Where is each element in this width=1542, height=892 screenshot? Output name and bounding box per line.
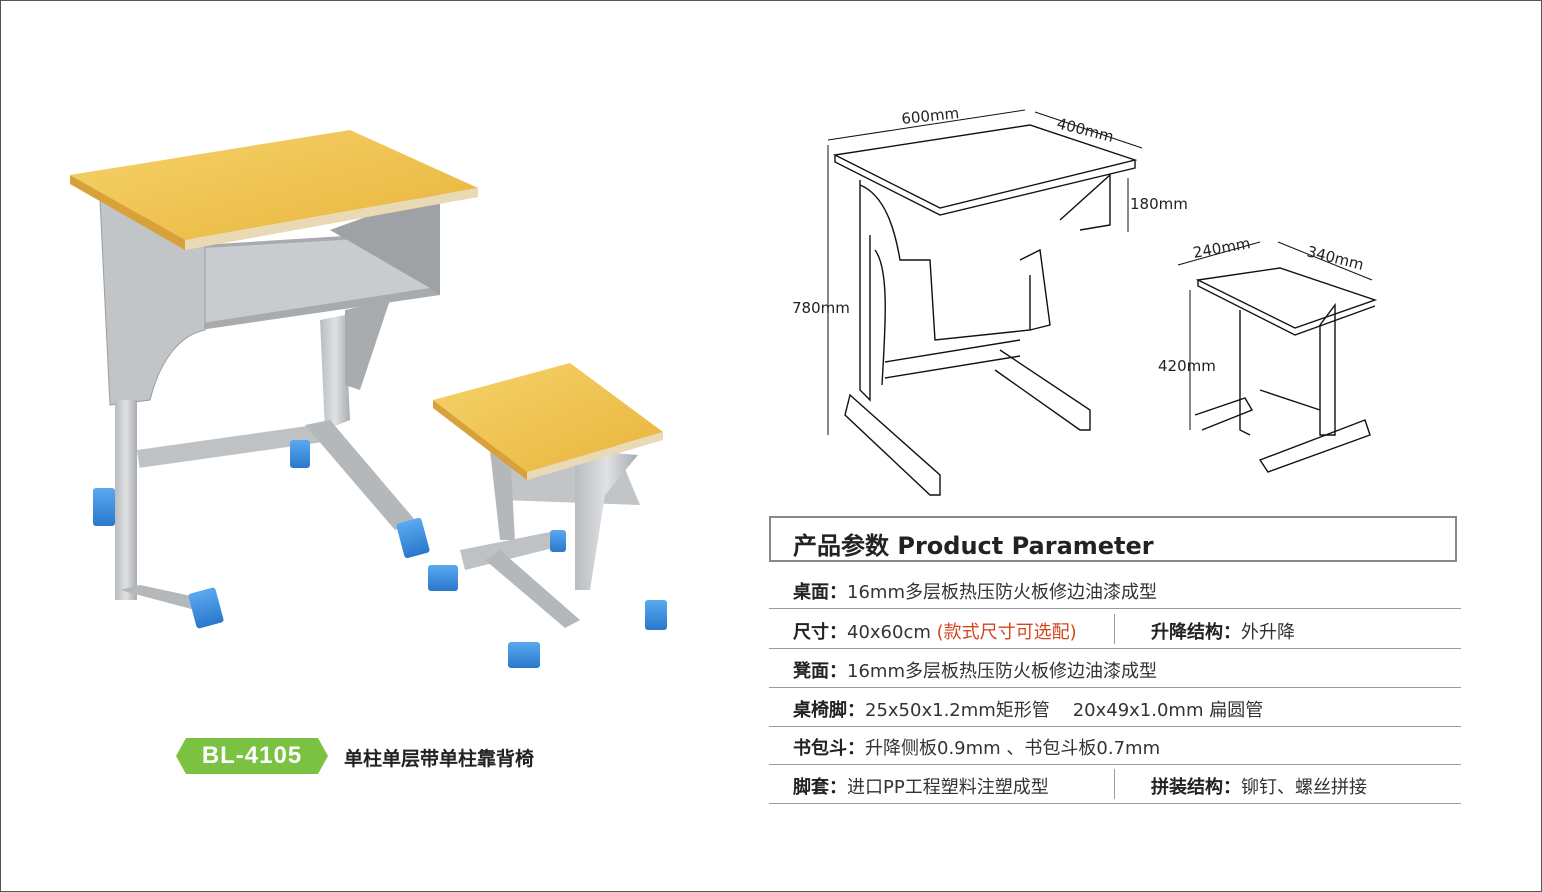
param-value: 升降侧板0.9mm 、书包斗板0.7mm bbox=[865, 738, 1161, 759]
params-header: 产品参数 Product Parameter bbox=[769, 516, 1457, 562]
param-note: (款式尺寸可选配) bbox=[936, 622, 1077, 643]
desk-drawing bbox=[832, 124, 1138, 496]
params-title: 产品参数 Product Parameter bbox=[793, 532, 1154, 560]
param-label: 凳面： bbox=[793, 661, 847, 682]
desk-legs bbox=[115, 300, 415, 610]
stool-height-label: 420mm bbox=[1158, 357, 1216, 375]
column-divider bbox=[1114, 769, 1115, 799]
stool-drawing bbox=[1194, 267, 1378, 473]
param-label: 桌椅脚： bbox=[793, 700, 865, 721]
param-label: 桌面： bbox=[793, 582, 847, 603]
dimension-drawings: 600mm 400mm 780mm 180mm 240mm 340mm 420m… bbox=[792, 104, 1378, 496]
stool-dim-lines bbox=[1177, 241, 1373, 430]
stool-foot-cap bbox=[508, 642, 540, 668]
param-row: 脚套：进口PP工程塑料注塑成型 拼装结构：铆钉、螺丝拼接 bbox=[769, 765, 1461, 804]
desk-foot-cap bbox=[93, 488, 115, 526]
model-badge: BL-4105 bbox=[176, 738, 328, 774]
stool-foot-cap bbox=[550, 530, 566, 552]
param-value: 40x60cm bbox=[847, 622, 937, 643]
param-label: 书包斗： bbox=[793, 738, 865, 759]
stool bbox=[428, 363, 667, 668]
stool-foot-cap bbox=[645, 600, 667, 630]
stool-foot-cap bbox=[428, 565, 458, 591]
desk-width-label: 600mm bbox=[901, 104, 960, 128]
desk-foot-cap bbox=[396, 517, 430, 559]
desk-foot-cap bbox=[290, 440, 310, 468]
desk-drawer bbox=[200, 190, 440, 330]
drawer-height-label: 180mm bbox=[1130, 195, 1188, 213]
column-divider bbox=[1114, 614, 1115, 644]
model-number: BL-4105 bbox=[201, 742, 303, 769]
param-label: 升降结构： bbox=[1151, 622, 1241, 643]
param-value: 25x50x1.2mm矩形管 20x49x1.0mm 扁圆管 bbox=[865, 700, 1264, 721]
desk-height-label: 780mm bbox=[792, 299, 850, 317]
desk-dim-lines bbox=[827, 109, 1143, 435]
product-name: 单柱单层带单柱靠背椅 bbox=[344, 748, 535, 770]
desk-top bbox=[70, 130, 478, 250]
param-row: 凳面：16mm多层板热压防火板修边油漆成型 bbox=[769, 649, 1461, 688]
stool-width-label: 240mm bbox=[1192, 234, 1252, 262]
param-value: 16mm多层板热压防火板修边油漆成型 bbox=[847, 661, 1157, 682]
param-value: 外升降 bbox=[1241, 622, 1295, 643]
param-value: 铆钉、螺丝拼接 bbox=[1241, 777, 1367, 798]
param-label: 尺寸： bbox=[793, 622, 847, 643]
param-label: 拼装结构： bbox=[1151, 777, 1241, 798]
param-row: 桌椅脚：25x50x1.2mm矩形管 20x49x1.0mm 扁圆管 bbox=[769, 688, 1461, 727]
param-value: 进口PP工程塑料注塑成型 bbox=[847, 777, 1049, 798]
param-row: 桌面：16mm多层板热压防火板修边油漆成型 bbox=[769, 570, 1461, 609]
param-label: 脚套： bbox=[793, 777, 847, 798]
desk-left-panel bbox=[99, 199, 206, 406]
desk-foot-cap bbox=[188, 587, 224, 629]
param-value: 16mm多层板热压防火板修边油漆成型 bbox=[847, 582, 1157, 603]
desk-depth-label: 400mm bbox=[1055, 114, 1115, 145]
stool-depth-label: 340mm bbox=[1305, 242, 1365, 273]
desk-and-stool-photo bbox=[70, 130, 667, 668]
param-row: 书包斗：升降侧板0.9mm 、书包斗板0.7mm bbox=[769, 726, 1461, 765]
param-row: 尺寸：40x60cm (款式尺寸可选配) 升降结构：外升降 bbox=[769, 610, 1461, 649]
